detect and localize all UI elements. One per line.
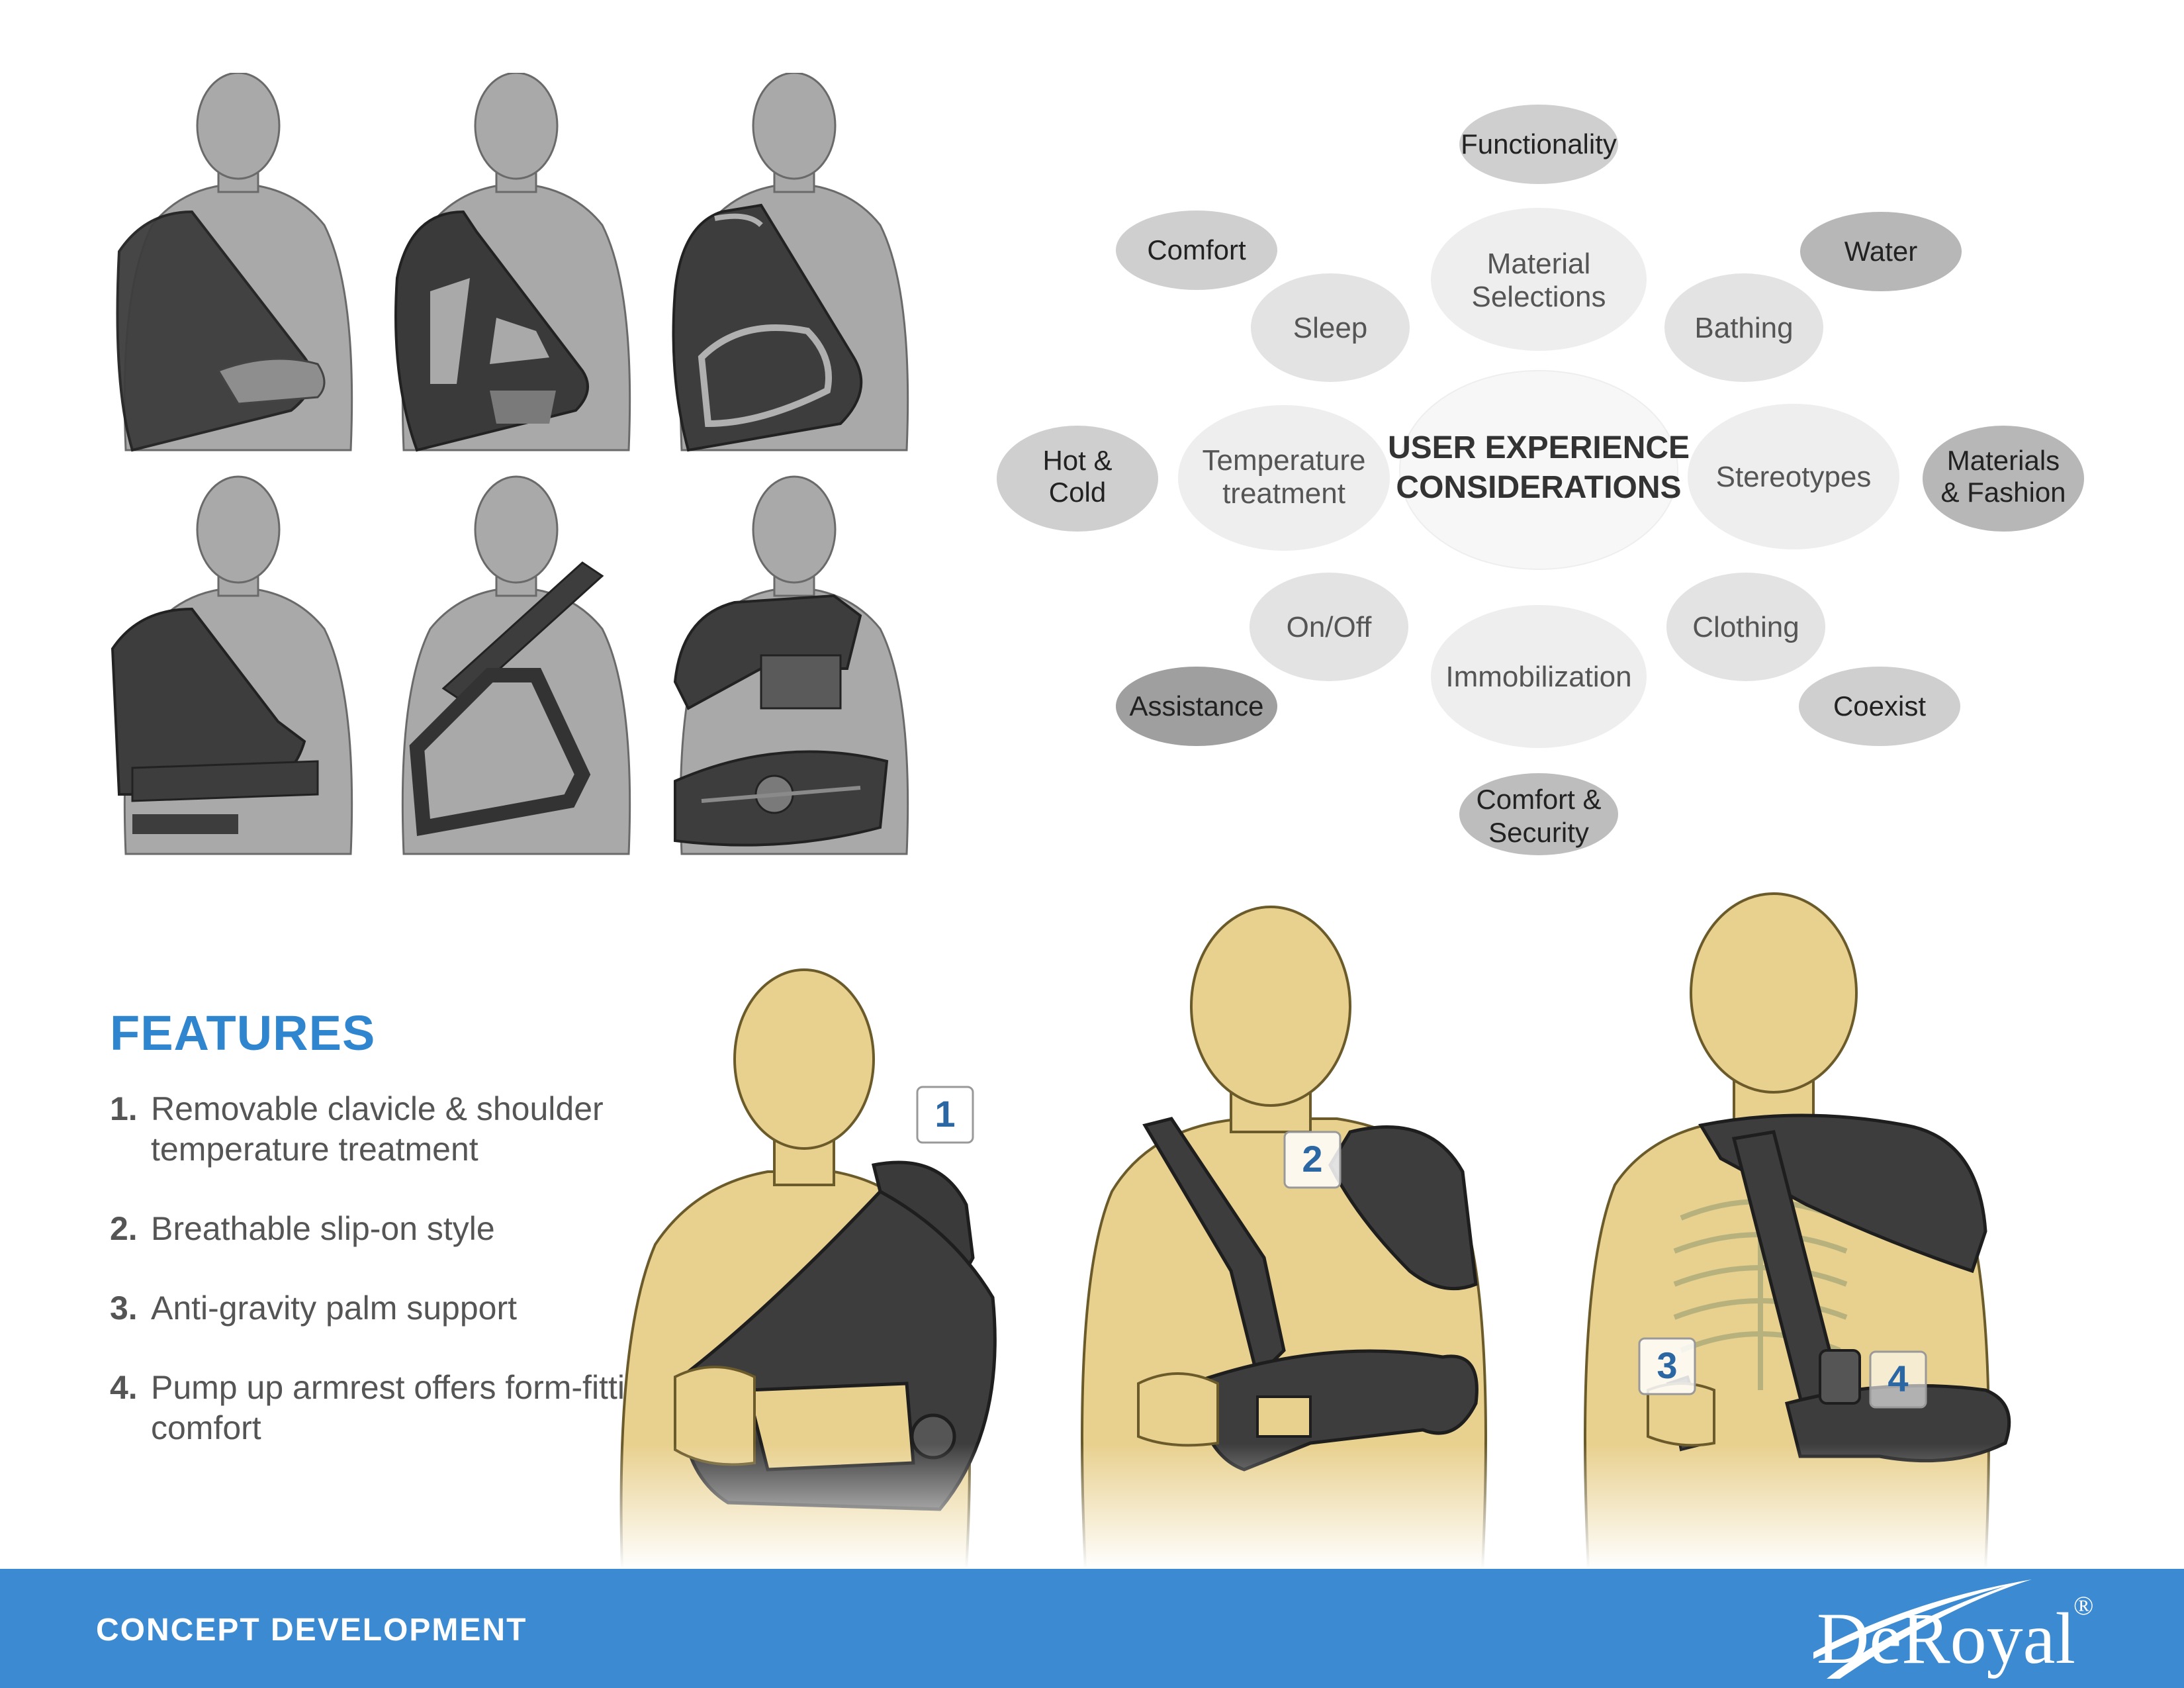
bubble-functionality: Functionality: [1459, 105, 1618, 184]
bubble-assistance: Assistance: [1116, 667, 1277, 746]
svg-text:Assistance: Assistance: [1129, 690, 1263, 722]
sketch-5: [401, 475, 631, 855]
svg-text:treatment: treatment: [1222, 477, 1345, 510]
registered-mark: ®: [2073, 1591, 2094, 1620]
bubble-bathing: Bathing: [1664, 273, 1823, 382]
svg-text:Immobilization: Immobilization: [1445, 661, 1631, 693]
svg-text:Stereotypes: Stereotypes: [1716, 461, 1872, 493]
bubble-water: Water: [1800, 212, 1962, 291]
svg-text:Comfort &: Comfort &: [1476, 784, 1601, 815]
center-line-1: USER EXPERIENCE: [1388, 430, 1690, 465]
features-list: 1. Removable clavicle & shoulder tempera…: [110, 1089, 679, 1487]
svg-text:Temperature: Temperature: [1202, 444, 1365, 477]
center-line-2: CONSIDERATIONS: [1396, 470, 1681, 505]
svg-text:Water: Water: [1844, 236, 1917, 267]
svg-text:Sleep: Sleep: [1293, 312, 1368, 344]
svg-text:Security: Security: [1488, 817, 1589, 848]
bubble-material-selections: Material Selections: [1431, 208, 1647, 351]
bubble-stereotypes: Stereotypes: [1688, 404, 1899, 549]
svg-text:Cold: Cold: [1049, 477, 1106, 508]
sketch-6: [673, 475, 909, 855]
feature-item-3: 3. Anti-gravity palm support: [110, 1289, 518, 1327]
svg-text:Comfort: Comfort: [1147, 234, 1246, 265]
bubble-coexist: Coexist: [1799, 667, 1960, 746]
sketch-2: [394, 73, 631, 452]
svg-text:Hot &: Hot &: [1042, 445, 1112, 476]
svg-text:Material: Material: [1487, 248, 1591, 280]
bubble-on-off: On/Off: [1250, 573, 1408, 681]
svg-text:Functionality: Functionality: [1461, 128, 1617, 160]
bubble-hot-cold: Hot & Cold: [997, 426, 1158, 532]
bubble-temperature-treatment: Temperature treatment: [1178, 405, 1390, 551]
svg-text:Bathing: Bathing: [1694, 312, 1793, 344]
sketch-3: [672, 73, 909, 452]
svg-text:Materials: Materials: [1947, 445, 2060, 476]
deroyal-swoosh-icon: [1813, 1579, 2032, 1679]
bubble-materials-fashion: Materials & Fashion: [1923, 426, 2084, 532]
svg-text:& Fashion: & Fashion: [1940, 477, 2066, 508]
sketch-4: [111, 475, 353, 855]
svg-text:Selections: Selections: [1471, 281, 1606, 313]
bubble-clothing: Clothing: [1666, 573, 1825, 681]
footer-label: CONCEPT DEVELOPMENT: [96, 1613, 527, 1648]
features-title: FEATURES: [110, 1006, 376, 1060]
bubble-comfort-security: Comfort & Security: [1459, 773, 1618, 855]
bubble-sleep: Sleep: [1251, 273, 1410, 382]
deroyal-logo: DeRoyal: [1817, 1598, 2076, 1679]
feature-item-2: 2. Breathable slip-on style: [110, 1210, 495, 1247]
svg-text:On/Off: On/Off: [1287, 611, 1373, 643]
sketch-1: [116, 73, 353, 452]
footer-bar: [0, 1569, 2184, 1688]
mindmap-center: USER EXPERIENCE CONSIDERATIONS: [1388, 370, 1690, 570]
svg-text:Clothing: Clothing: [1692, 611, 1799, 643]
final-concept-figures: 1 2 3: [596, 874, 2184, 1569]
bubble-immobilization: Immobilization: [1431, 605, 1647, 748]
concept-sketch-grid: [111, 73, 909, 855]
feature-item-4: 4. Pump up armrest offers form-fitting c…: [110, 1369, 662, 1446]
bubble-comfort: Comfort: [1116, 211, 1277, 290]
user-experience-mindmap: USER EXPERIENCE CONSIDERATIONS Material …: [997, 105, 2084, 855]
svg-text:Coexist: Coexist: [1833, 690, 1926, 722]
feature-item-1: 1. Removable clavicle & shoulder tempera…: [110, 1090, 604, 1168]
